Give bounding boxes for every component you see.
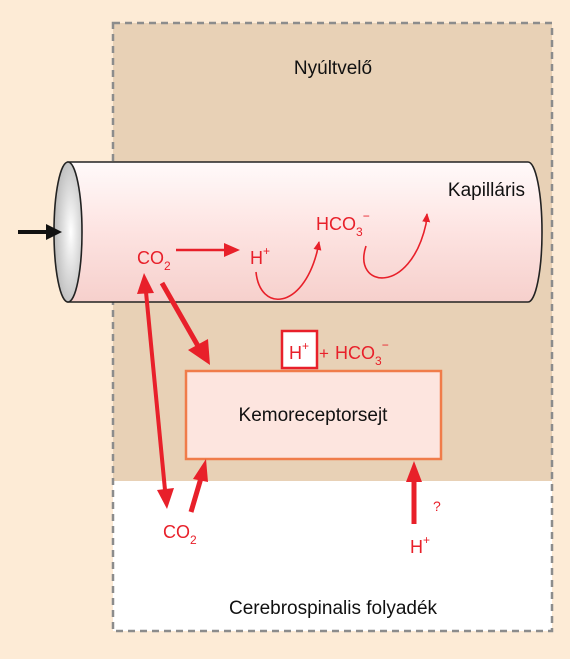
capillary-label: Kapilláris [448,180,525,201]
bicarbonate-cell: HCO3− [335,338,389,368]
cell-label: Kemoreceptorsejt [239,405,389,426]
csf-h-to-cell-arrow [406,461,422,524]
co2-csf: CO2 [163,522,197,547]
blood-flow-arrow [18,224,62,240]
co2-to-cell-arrow [159,281,210,365]
plus-sign: + [319,344,329,363]
question-mark: ? [433,498,441,514]
medulla-border [111,21,554,633]
curved-arrow-h-to-hco3 [255,241,322,300]
co2-to-h-arrow [176,243,240,257]
capillary-tube [53,161,543,303]
h-ion-cell: H+ [289,339,309,363]
curved-arrow-hco3-out [363,213,431,279]
h-ion-csf: H+ [410,533,430,557]
csf-co2-to-cell-arrow [188,459,208,513]
chemoreceptor-cell [184,369,443,461]
bicarbonate-capillary: HCO3− [316,209,370,239]
co2-exchange-arrow [137,273,174,509]
co2-capillary: CO2 [137,248,171,273]
csf-label: Cerebrospinalis folyadék [229,598,438,619]
h-ion-capillary: H+ [250,244,270,268]
csf-region [113,481,552,631]
h-ion-box [280,329,319,370]
medulla-label: Nyúltvelő [294,58,372,79]
